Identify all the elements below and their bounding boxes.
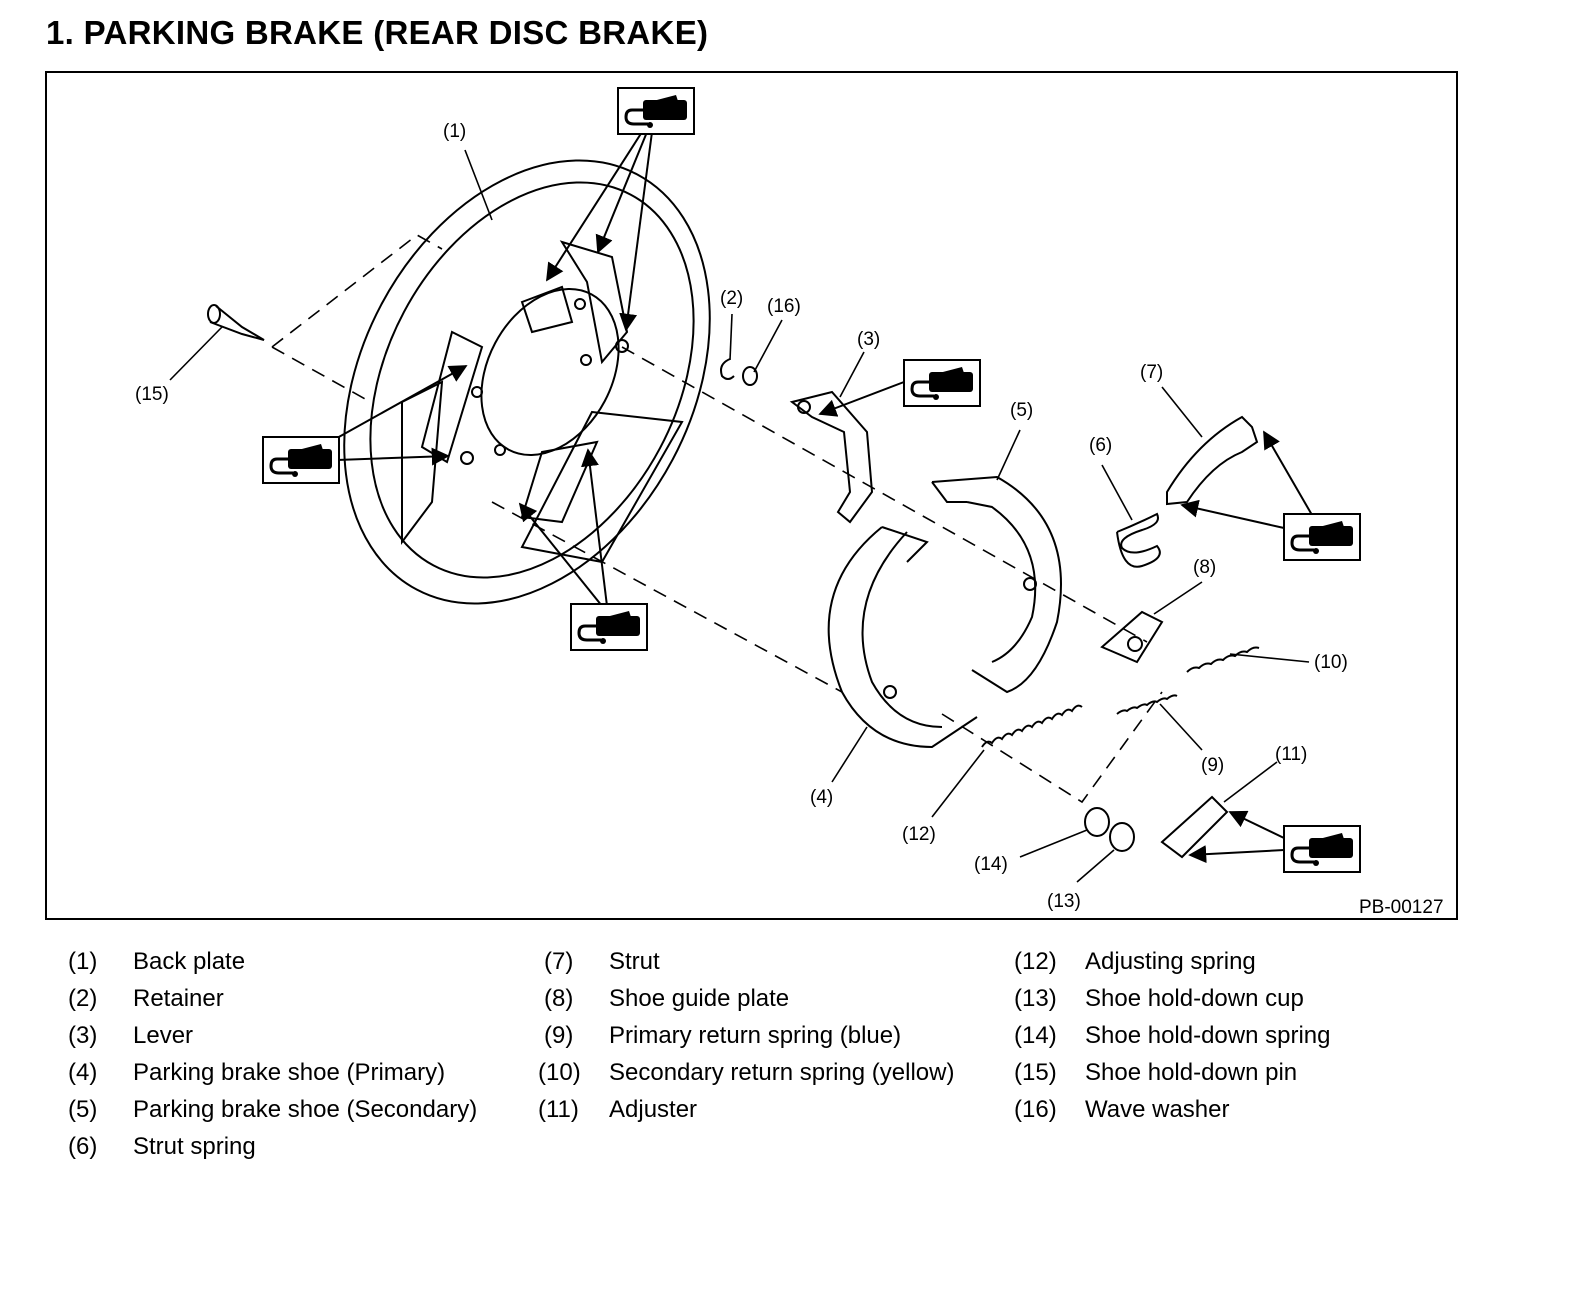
- shoe-hold-down-spring: [1084, 807, 1110, 837]
- callout-13: (13): [1047, 891, 1081, 912]
- callout-4: (4): [810, 787, 833, 808]
- callout-7: (7): [1140, 362, 1163, 383]
- legend-number: (11): [538, 1096, 579, 1123]
- legend-label: Adjusting spring: [1085, 948, 1256, 975]
- assembly-guide-lines: [271, 234, 1163, 804]
- legend-number: (12): [1014, 948, 1057, 975]
- legend-label: Strut: [609, 948, 660, 975]
- figure-id: PB-00127: [1359, 897, 1444, 918]
- legend-number: (8): [544, 985, 574, 1012]
- legend-number: (2): [68, 985, 98, 1012]
- parking-brake-shoe-primary: [827, 526, 978, 749]
- adjuster: [1160, 795, 1229, 859]
- callout-12: (12): [902, 824, 936, 845]
- legend-number: (7): [544, 948, 574, 975]
- leader-lines: [169, 149, 1310, 883]
- callout-10: (10): [1314, 652, 1348, 673]
- callout-16: (16): [767, 296, 801, 317]
- grease-icon: [616, 86, 696, 136]
- legend-label: Secondary return spring (yellow): [609, 1059, 955, 1086]
- legend-number: (15): [1014, 1059, 1057, 1086]
- callout-1: (1): [443, 121, 466, 142]
- adjusting-spring: [981, 704, 1083, 748]
- wave-washer: [742, 366, 758, 386]
- callout-3: (3): [857, 329, 880, 350]
- legend-number: (14): [1014, 1022, 1057, 1049]
- callout-5: (5): [1010, 400, 1033, 421]
- shoe-hold-down-cup: [1109, 822, 1135, 852]
- legend-label: Shoe guide plate: [609, 985, 790, 1012]
- lever: [789, 390, 874, 524]
- callout-2: (2): [720, 288, 743, 309]
- parking-brake-shoe-secondary: [931, 475, 1062, 694]
- legend-label: Retainer: [133, 985, 224, 1012]
- legend-label: Wave washer: [1085, 1096, 1230, 1123]
- grease-arrows: [336, 131, 1313, 864]
- page-title: 1. PARKING BRAKE (REAR DISC BRAKE): [46, 14, 709, 51]
- legend-number: (16): [1014, 1096, 1057, 1123]
- grease-icon: [569, 602, 649, 652]
- legend-label: Primary return spring (blue): [609, 1022, 902, 1049]
- legend-label: Parking brake shoe (Primary): [133, 1059, 446, 1086]
- legend-number: (10): [538, 1059, 581, 1086]
- lever-pin-hole: [797, 400, 811, 414]
- legend-label: Strut spring: [133, 1133, 256, 1160]
- retainer: [720, 358, 735, 380]
- callout-8: (8): [1193, 557, 1216, 578]
- legend-label: Lever: [133, 1022, 194, 1049]
- legend-number: (6): [68, 1133, 98, 1160]
- shoe-guide-plate: [1100, 610, 1164, 664]
- grease-icon: [902, 358, 982, 408]
- legend-number: (9): [544, 1022, 574, 1049]
- legend-label: Shoe hold-down pin: [1085, 1059, 1298, 1086]
- legend-number: (1): [68, 948, 98, 975]
- exploded-view-figure: (1) (2) (3) (4) (5) (6) (7) (8) (9) (10)…: [45, 71, 1458, 920]
- grease-icon: [1282, 824, 1362, 874]
- legend-label: Back plate: [133, 948, 246, 975]
- legend-label: Parking brake shoe (Secondary): [133, 1096, 478, 1123]
- secondary-return-spring: [1186, 646, 1260, 673]
- primary-return-spring: [1116, 694, 1178, 715]
- callout-6: (6): [1089, 435, 1112, 456]
- legend-number: (3): [68, 1022, 98, 1049]
- strut: [1166, 415, 1259, 506]
- diagram-canvas: (1) (2) (3) (4) (5) (6) (7) (8) (9) (10)…: [135, 86, 1444, 918]
- legend-number: (4): [68, 1059, 98, 1086]
- strut-spring: [1116, 512, 1161, 568]
- callout-11: (11): [1275, 744, 1307, 765]
- shoe-hold-down-pin: [207, 304, 265, 341]
- legend-label: Adjuster: [609, 1096, 698, 1123]
- legend-number: (5): [68, 1096, 98, 1123]
- grease-icon: [261, 435, 341, 485]
- callout-9: (9): [1201, 755, 1224, 776]
- callout-14: (14): [974, 854, 1008, 875]
- legend-label: Shoe hold-down spring: [1085, 1022, 1331, 1049]
- grease-icon: [1282, 512, 1362, 562]
- callout-15: (15): [135, 384, 169, 405]
- legend-number: (13): [1014, 985, 1057, 1012]
- guide-plate-hole: [1127, 636, 1143, 652]
- legend-label: Shoe hold-down cup: [1085, 985, 1304, 1012]
- back-plate: [343, 159, 711, 605]
